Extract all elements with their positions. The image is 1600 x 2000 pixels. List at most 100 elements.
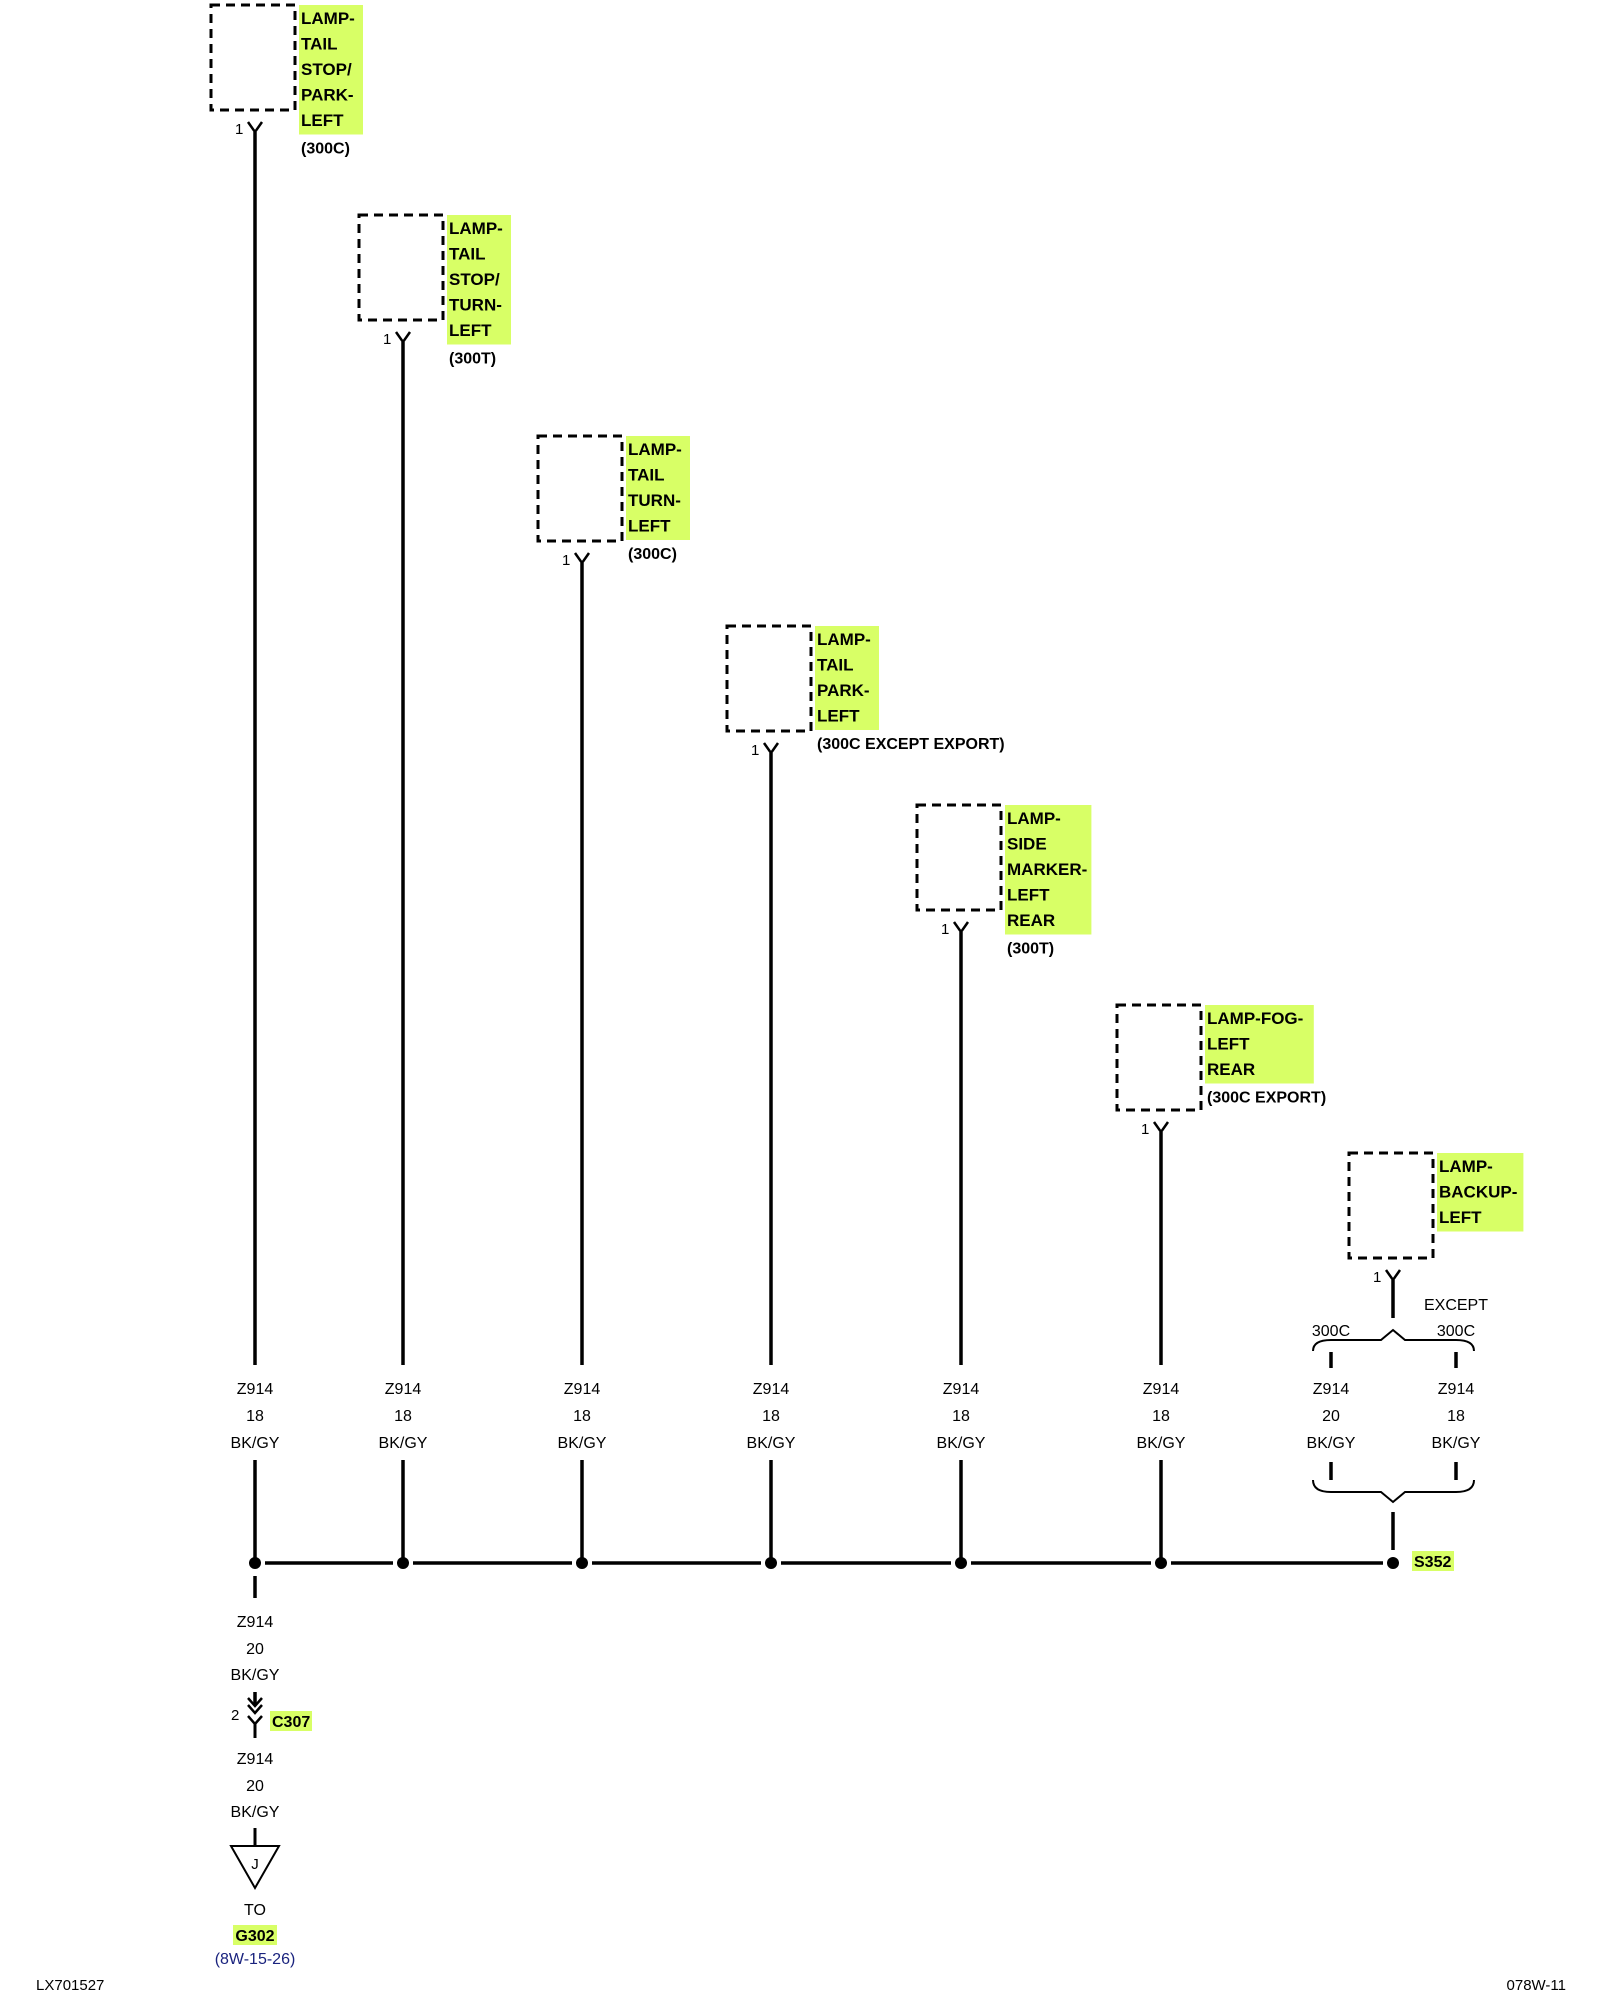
pin-number: 1 bbox=[1141, 1121, 1149, 1138]
option-right-color: BK/GY bbox=[1432, 1435, 1481, 1452]
option-left-circuit: Z914 bbox=[1313, 1381, 1350, 1398]
wire-gauge: 18 bbox=[246, 1408, 264, 1425]
lamp-name-line: LAMP- bbox=[628, 440, 682, 459]
lamp-name-line: REAR bbox=[1207, 1060, 1255, 1079]
pin-fork bbox=[762, 742, 780, 756]
splice-dot bbox=[1155, 1557, 1167, 1569]
pin-number: 1 bbox=[562, 552, 570, 569]
lamp-name-line: LAMP- bbox=[1439, 1157, 1493, 1176]
lamp-name-line: TURN- bbox=[449, 296, 502, 315]
wire-gauge: 18 bbox=[573, 1408, 591, 1425]
pin-number: 1 bbox=[1373, 1269, 1381, 1286]
label-highlight bbox=[815, 626, 879, 730]
wire-gauge: 18 bbox=[762, 1408, 780, 1425]
option-right-circuit: Z914 bbox=[1438, 1381, 1475, 1398]
lamp-name-line: LEFT bbox=[1439, 1208, 1482, 1227]
label-highlight bbox=[1437, 1153, 1524, 1232]
connector-pin: 2 bbox=[231, 1707, 239, 1724]
lamp-name-line: LAMP- bbox=[449, 219, 503, 238]
option-right-label-line: 300C bbox=[1437, 1323, 1475, 1340]
lamp-name-line: LEFT bbox=[301, 111, 344, 130]
splice-dot bbox=[955, 1557, 967, 1569]
connector-box bbox=[915, 803, 1003, 912]
option-right-gauge: 18 bbox=[1447, 1408, 1465, 1425]
option-left-label: 300C bbox=[1312, 1323, 1350, 1340]
lamp-name-line: MARKER- bbox=[1007, 860, 1087, 879]
connector-box bbox=[725, 624, 813, 733]
splice-dot bbox=[576, 1557, 588, 1569]
lamp-name-line: LEFT bbox=[628, 517, 671, 536]
connector-box bbox=[536, 434, 624, 543]
lamp-name-line: TAIL bbox=[817, 656, 854, 675]
lamp-name-line: PARK- bbox=[817, 681, 870, 700]
wire-gauge: 18 bbox=[394, 1408, 412, 1425]
pin-fork bbox=[952, 921, 970, 935]
lamp-name-line: BACKUP- bbox=[1439, 1183, 1517, 1202]
connector-box bbox=[1115, 1003, 1203, 1112]
connector-highlight bbox=[270, 1711, 312, 1731]
lamp-name-line: LEFT bbox=[1007, 886, 1050, 905]
lamp-name-line: REAR bbox=[1007, 911, 1055, 930]
lamp-5: LAMP-SIDEMARKER-LEFTREAR(300T)1Z91418BK/… bbox=[915, 803, 1092, 1563]
connector-box bbox=[357, 213, 445, 322]
label-highlight bbox=[447, 215, 511, 345]
lamp-variant: (300T) bbox=[449, 351, 496, 368]
lamp-variant: (300C) bbox=[628, 546, 677, 563]
splice-id: S352 bbox=[1414, 1554, 1451, 1571]
wire-circuit: Z914 bbox=[564, 1381, 601, 1398]
ground-id-highlight bbox=[233, 1925, 277, 1945]
pin-fork bbox=[573, 552, 591, 566]
lamp-name-line: PARK- bbox=[301, 86, 354, 105]
option-left-gauge: 20 bbox=[1322, 1408, 1340, 1425]
wire-circuit: Z914 bbox=[385, 1381, 422, 1398]
lamp-name-line: LAMP-FOG- bbox=[1207, 1009, 1303, 1028]
pin-number: 1 bbox=[941, 921, 949, 938]
lamp-7: LAMP- BACKUP- LEFT 1 bbox=[1347, 1151, 1524, 1318]
lamp-name-line: LEFT bbox=[449, 321, 492, 340]
lamp-name-line: TURN- bbox=[628, 491, 681, 510]
ground-symbol-icon bbox=[229, 1845, 281, 1891]
footer: LX701527 078W-11 bbox=[36, 1977, 1566, 1994]
pin-fork bbox=[246, 121, 264, 135]
wire-gauge: 18 bbox=[1152, 1408, 1170, 1425]
lamp-name-line: LEFT bbox=[817, 707, 860, 726]
pin-number: 1 bbox=[751, 742, 759, 759]
pin-fork bbox=[1152, 1121, 1170, 1135]
lamp-name-line: LAMP- bbox=[301, 9, 355, 28]
pin-number: 1 bbox=[383, 331, 391, 348]
ground-to-label: TO bbox=[244, 1902, 266, 1919]
splice-dot bbox=[397, 1557, 409, 1569]
wire-gauge: 18 bbox=[952, 1408, 970, 1425]
lamp-name-line: LAMP- bbox=[1007, 809, 1061, 828]
ground-wire-gauge: 20 bbox=[246, 1778, 264, 1795]
lamp-name-line: LEFT bbox=[1207, 1035, 1250, 1054]
wire-color: BK/GY bbox=[558, 1435, 607, 1452]
ground-symbol-letter: J bbox=[251, 1856, 259, 1873]
footer-right-code: 078W-11 bbox=[1507, 1977, 1566, 1994]
lamp-name-line: STOP/ bbox=[301, 60, 352, 79]
splice-dot bbox=[1387, 1557, 1399, 1569]
label-highlight bbox=[626, 436, 690, 540]
lamp-variant: (300C EXCEPT EXPORT) bbox=[817, 736, 1005, 753]
connector-box bbox=[1347, 1151, 1435, 1260]
connector-chevron bbox=[247, 1704, 263, 1715]
label-highlight bbox=[299, 5, 363, 135]
wire-circuit: Z914 bbox=[943, 1381, 980, 1398]
ground-wire-gauge: 20 bbox=[246, 1641, 264, 1658]
option-brace-top bbox=[1312, 1328, 1475, 1352]
pin-fork bbox=[1384, 1269, 1402, 1283]
lamp-name-line: SIDE bbox=[1007, 835, 1047, 854]
wire-circuit: Z914 bbox=[753, 1381, 790, 1398]
lamp-2: LAMP-TAILSTOP/TURN-LEFT(300T)1Z91418BK/G… bbox=[357, 213, 511, 1563]
ground-wire-color: BK/GY bbox=[231, 1667, 280, 1684]
ground-page-reference: (8W-15-26) bbox=[215, 1951, 296, 1968]
label-highlight bbox=[1205, 1005, 1314, 1084]
wire-circuit: Z914 bbox=[1143, 1381, 1180, 1398]
connector-chevron bbox=[247, 1697, 263, 1708]
ground-id: G302 bbox=[235, 1928, 274, 1945]
